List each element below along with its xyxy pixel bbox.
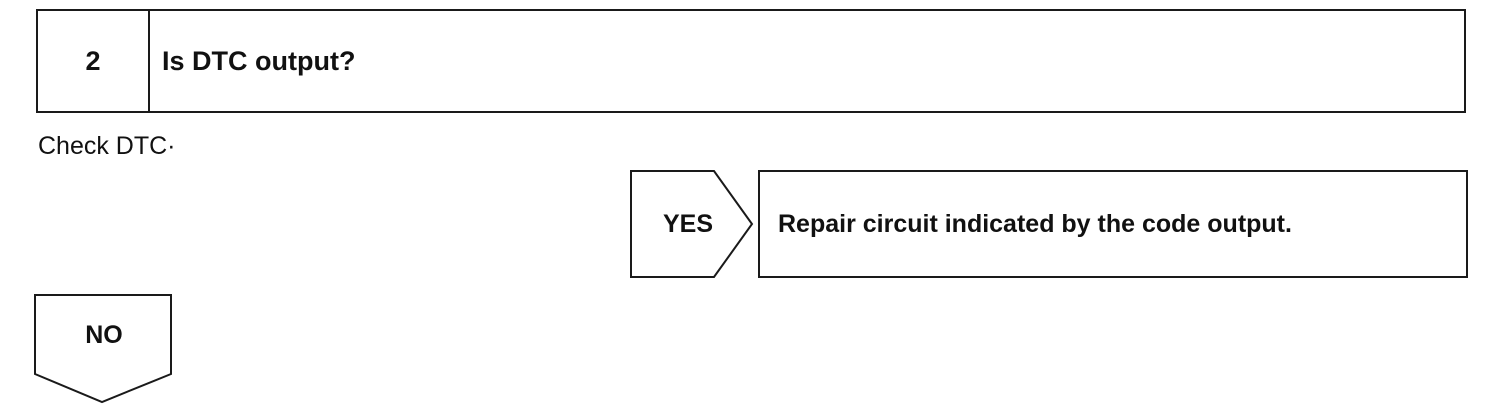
check-instruction: Check DTC· <box>38 132 176 160</box>
no-branch-tag: NO <box>34 294 174 406</box>
yes-arrow-shape <box>630 170 754 278</box>
yes-action-text: Repair circuit indicated by the code out… <box>778 209 1292 238</box>
no-label: NO <box>85 320 123 349</box>
step-header: 2 Is DTC output? <box>36 9 1466 113</box>
step-question: Is DTC output? <box>162 45 356 76</box>
yes-label: YES <box>662 209 714 238</box>
yes-branch-tag: YES <box>630 170 754 278</box>
no-arrow-shape <box>34 294 172 404</box>
yes-action-box: Repair circuit indicated by the code out… <box>758 170 1468 278</box>
step-number: 2 <box>38 11 150 111</box>
